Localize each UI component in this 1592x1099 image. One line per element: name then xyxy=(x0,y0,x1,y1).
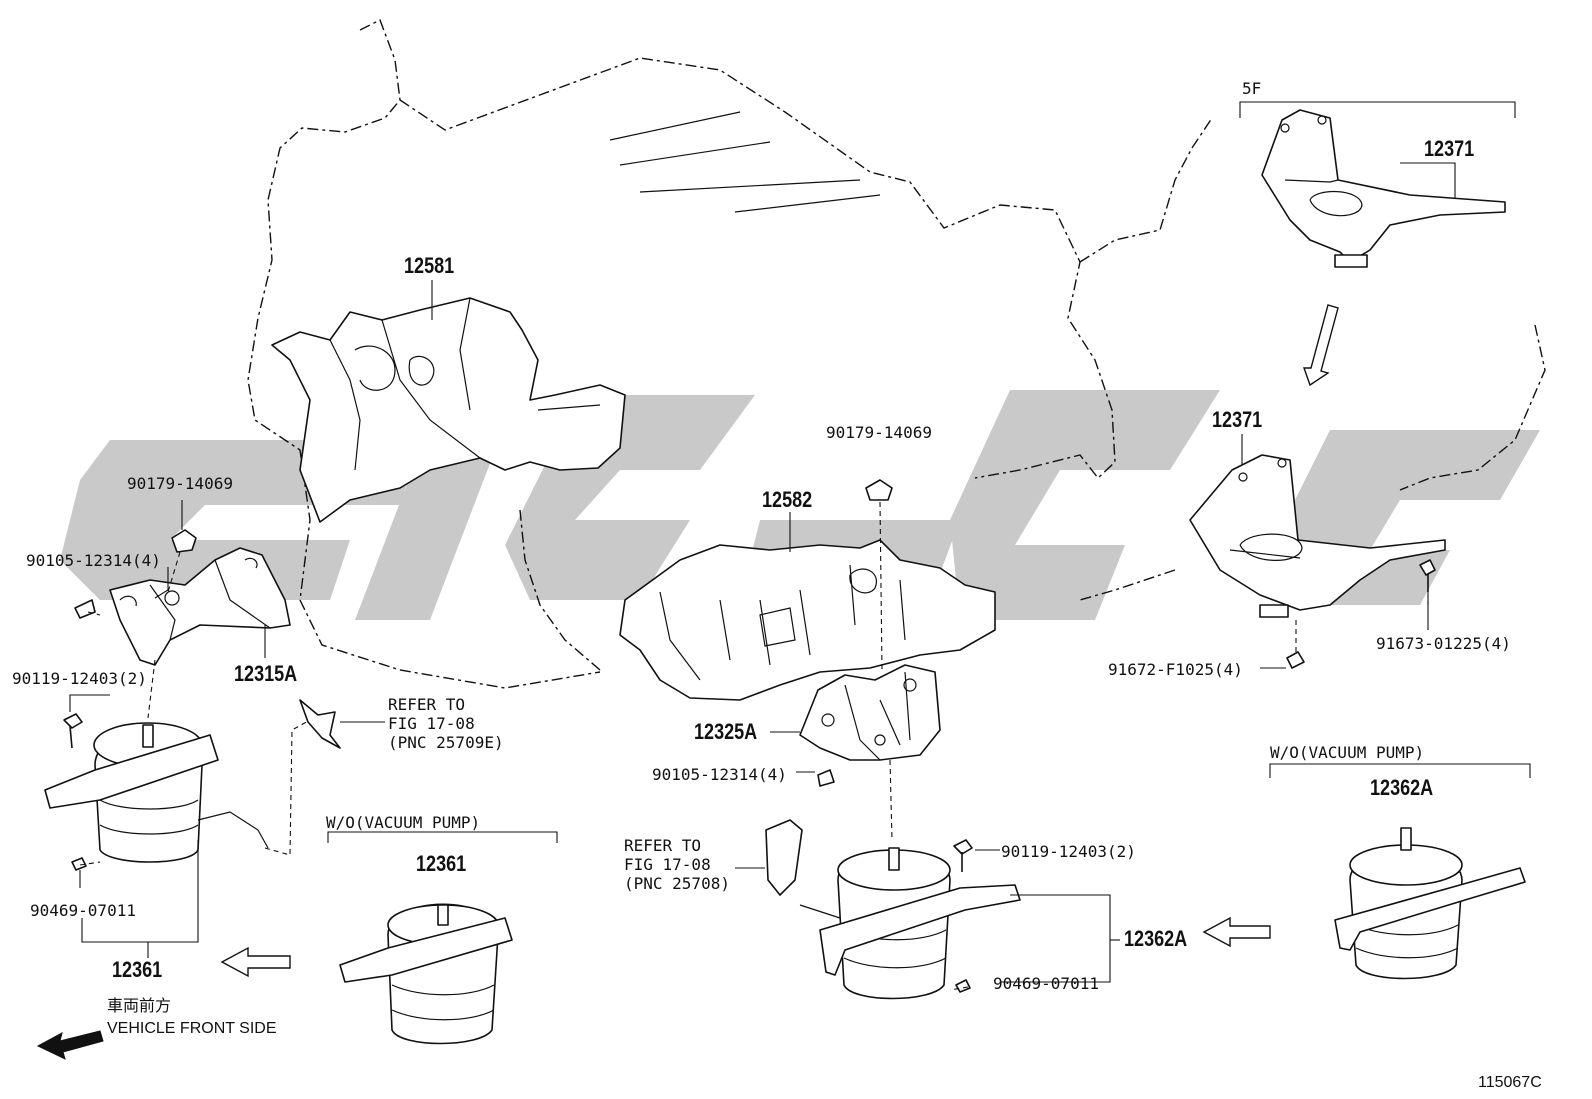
diagram-id: 115067C xyxy=(1478,1074,1542,1091)
bracket-12582-drawing xyxy=(619,539,996,701)
refer-note-25708-line3: (PNC 25708) xyxy=(624,874,730,893)
front-side-label-japanese: 車両前方 xyxy=(107,998,172,1015)
variant-note-wo-vacuum-right: W/O(VACUUM PUMP) xyxy=(1270,743,1425,762)
bracket-12315A-drawing xyxy=(109,547,291,666)
refer-note-25709e[interactable]: REFER TO FIG 17-08 (PNC 25709E) xyxy=(388,695,504,752)
part-label-12581[interactable]: 12581 xyxy=(404,253,455,278)
bracket-12581-drawing xyxy=(271,297,626,523)
bracket-12371-top-drawing xyxy=(1261,109,1506,268)
engine-mount-12362A-center-drawing xyxy=(799,847,1021,1000)
variant-note-5f: 5F xyxy=(1242,79,1262,98)
refer-note-25708-line1: REFER TO xyxy=(624,836,702,855)
engine-outline xyxy=(247,19,1546,689)
part-label-12371-top[interactable]: 12371 xyxy=(1424,136,1475,161)
fastener-label-90119-left[interactable]: 90119-12403(2) xyxy=(12,669,147,688)
variant-note-wo-vacuum-center: W/O(VACUUM PUMP) xyxy=(326,813,481,832)
fastener-label-90469-right[interactable]: 90469-07011 xyxy=(993,974,1099,993)
part-label-12362A-right[interactable]: 12362A xyxy=(1370,775,1434,800)
refer-note-25708[interactable]: REFER TO FIG 17-08 (PNC 25708) xyxy=(624,836,730,893)
clip-symbols xyxy=(299,699,803,896)
part-label-12361-left[interactable]: 12361 xyxy=(112,957,163,982)
fastener-label-91672[interactable]: 91672-F1025(4) xyxy=(1108,660,1243,679)
leader-lines xyxy=(69,101,1531,983)
part-label-12361-box[interactable]: 12361 xyxy=(416,851,467,876)
fastener-label-90119-right[interactable]: 90119-12403(2) xyxy=(1001,842,1136,861)
fastener-label-91673[interactable]: 91673-01225(4) xyxy=(1376,634,1511,653)
front-side-label-english: VEHICLE FRONT SIDE xyxy=(107,1020,277,1037)
fastener-label-90105-left[interactable]: 90105-12314(4) xyxy=(26,551,161,570)
mounting-dashes xyxy=(79,501,1429,991)
fastener-label-90179-left[interactable]: 90179-14069 xyxy=(127,474,233,493)
part-label-12582[interactable]: 12582 xyxy=(762,487,813,512)
engine-mount-12361-left-drawing xyxy=(44,722,269,863)
part-label-12315A[interactable]: 12315A xyxy=(234,661,298,686)
refer-note-25709e-line3: (PNC 25709E) xyxy=(388,733,504,752)
bracket-12325A-drawing xyxy=(799,664,941,761)
fastener-label-90179-center[interactable]: 90179-14069 xyxy=(826,423,932,442)
direction-arrows xyxy=(36,304,1339,1060)
part-label-12362A-box[interactable]: 12362A xyxy=(1124,926,1188,951)
engine-mount-12361-box-drawing xyxy=(339,903,513,1045)
part-label-12371-mid[interactable]: 12371 xyxy=(1212,407,1263,432)
refer-note-25709e-line2: FIG 17-08 xyxy=(388,714,475,733)
fastener-label-90469-left[interactable]: 90469-07011 xyxy=(30,901,136,920)
refer-note-25709e-line1: REFER TO xyxy=(388,695,466,714)
fastener-label-90105-center[interactable]: 90105-12314(4) xyxy=(652,765,787,784)
bracket-12371-mid-drawing xyxy=(1189,454,1446,618)
part-label-12325A[interactable]: 12325A xyxy=(694,719,758,744)
fastener-symbols xyxy=(63,479,1436,993)
engine-mount-12362A-right-drawing xyxy=(1334,827,1526,980)
refer-note-25708-line2: FIG 17-08 xyxy=(624,855,711,874)
